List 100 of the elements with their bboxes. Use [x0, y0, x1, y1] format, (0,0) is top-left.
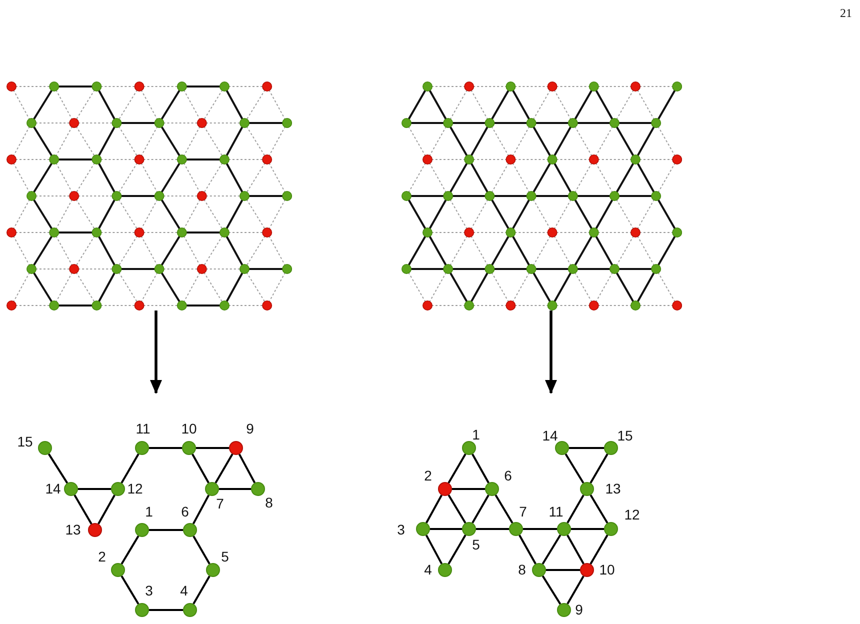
edge-line: [566, 576, 584, 604]
graph-node: [111, 482, 125, 496]
graph-node: [205, 482, 219, 496]
edge-line: [120, 575, 140, 605]
edge-line: [569, 447, 604, 449]
graph-node: [580, 482, 594, 496]
graph-node: [135, 441, 149, 455]
graph-node: [416, 522, 430, 536]
node-number: 2: [424, 468, 432, 484]
edge-line: [590, 454, 608, 484]
node-number: 14: [542, 428, 558, 444]
edge-line: [214, 454, 234, 484]
node-number: 8: [518, 562, 526, 578]
graph-node: [251, 482, 265, 496]
graph-node: [532, 563, 546, 577]
edge-line: [98, 494, 116, 524]
edge-line: [571, 528, 604, 530]
edge-line: [494, 494, 514, 524]
graph-node: [509, 522, 523, 536]
edge-line: [192, 494, 210, 524]
node-number: 4: [180, 584, 188, 598]
node-number: 12: [624, 508, 640, 522]
edge-line: [472, 494, 490, 524]
graph-node: [462, 522, 476, 536]
edge-line: [448, 454, 466, 484]
graph-node: [580, 563, 594, 577]
graph-node: [38, 441, 52, 455]
edge-line: [192, 536, 210, 564]
graph-node: [485, 482, 499, 496]
graph-node: [229, 441, 243, 455]
edge-line: [476, 528, 509, 530]
edge-line: [523, 528, 557, 530]
node-number: 1: [472, 428, 480, 442]
edge-line: [590, 494, 608, 524]
graph-node: [555, 441, 569, 455]
node-number: 2: [98, 550, 106, 564]
edge-line: [238, 454, 256, 484]
edge-line: [219, 488, 251, 490]
edge-line: [564, 453, 584, 484]
edge-line: [149, 447, 182, 449]
graph-node: [557, 522, 571, 536]
graph-node: [183, 603, 197, 617]
edge-line: [452, 488, 485, 490]
edge-line: [74, 494, 92, 524]
node-number: 9: [575, 602, 583, 618]
graph-node: [135, 523, 149, 537]
graph-node: [604, 441, 618, 455]
graph-node: [604, 522, 618, 536]
edge-line: [542, 575, 562, 605]
graph-node: [135, 603, 149, 617]
graph-node: [557, 603, 571, 617]
graph-node: [462, 441, 476, 455]
node-number: 13: [65, 522, 81, 538]
node-number: 8: [265, 496, 273, 510]
arrow: [150, 310, 162, 394]
node-number: 4: [424, 562, 432, 578]
edge-line: [566, 494, 584, 524]
graph-node: [182, 441, 196, 455]
node-number: 6: [181, 504, 189, 520]
edge-line: [149, 609, 183, 611]
node-number: 12: [127, 482, 143, 496]
edge-line: [149, 529, 183, 531]
edge-line: [546, 569, 580, 571]
node-number: 11: [136, 422, 150, 436]
edge-line: [425, 534, 443, 564]
node-number: 3: [145, 584, 153, 598]
edge-line: [566, 534, 584, 564]
node-number: 10: [599, 562, 615, 578]
honeycomb-lattice-drawing: [6, 80, 292, 310]
edge-line: [120, 454, 140, 484]
node-number: 15: [617, 428, 633, 444]
node-number: 13: [605, 482, 621, 496]
node-number: 5: [221, 550, 229, 564]
node-number: 10: [181, 422, 197, 436]
node-number: 15: [17, 434, 33, 450]
edge-line: [192, 576, 210, 604]
node-number: 3: [397, 522, 405, 538]
node-number: 1: [145, 504, 153, 520]
edge-line: [448, 534, 466, 564]
edge-line: [426, 494, 442, 524]
arrow: [545, 310, 557, 394]
graph-node: [206, 563, 220, 577]
graph-node: [88, 523, 102, 537]
node-number: 6: [504, 468, 512, 484]
graph-node: [183, 523, 197, 537]
graph-node: [64, 482, 78, 496]
edge-line: [542, 534, 562, 565]
kagome-lattice-drawing: [400, 80, 682, 310]
graph-node: [438, 563, 452, 577]
edge-line: [430, 528, 462, 530]
page-number: 21: [840, 7, 852, 20]
node-number: 14: [45, 482, 61, 496]
node-number: 9: [246, 422, 254, 436]
node-number: 5: [472, 538, 480, 552]
edge-line: [78, 488, 111, 490]
edge-line: [590, 534, 608, 564]
edge-line: [120, 535, 140, 565]
graph-node: [111, 563, 125, 577]
node-number: 11: [548, 504, 564, 520]
edge-line: [448, 494, 466, 524]
